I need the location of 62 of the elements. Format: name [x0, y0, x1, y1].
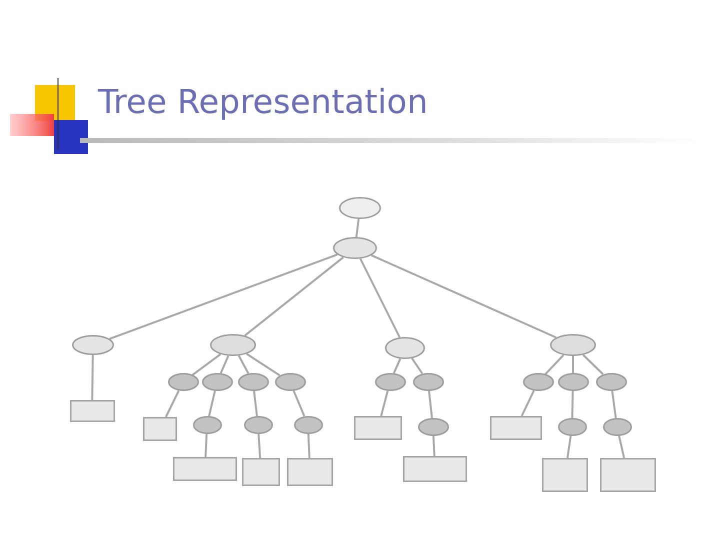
box-node [287, 458, 333, 486]
oval-node [168, 373, 198, 391]
connector-line [307, 434, 310, 458]
oval-node [333, 237, 377, 259]
oval-node [418, 418, 448, 436]
connector-line [544, 354, 564, 375]
connector-line [208, 390, 216, 416]
connector-line [220, 355, 230, 374]
connector-line [204, 434, 208, 458]
box-node [490, 416, 542, 440]
oval-node [558, 373, 588, 391]
oval-node [374, 373, 406, 391]
oval-node [244, 416, 272, 434]
oval-node [72, 335, 114, 355]
oval-node [339, 197, 381, 219]
box-node [354, 416, 402, 440]
slide-title: Tree Representation [98, 81, 428, 123]
box-node [403, 456, 467, 482]
connector-line [432, 436, 436, 456]
oval-node [522, 373, 554, 391]
box-node [542, 458, 588, 492]
connector-line [571, 390, 574, 418]
oval-node [210, 334, 256, 356]
box-node [70, 400, 114, 422]
box-node [143, 417, 177, 441]
box-node [242, 458, 280, 486]
connector-line [355, 218, 360, 238]
connector-line [292, 390, 306, 417]
oval-node [385, 337, 425, 359]
box-node [600, 458, 656, 492]
oval-node [412, 373, 444, 391]
connector-line [520, 390, 535, 416]
connector-line [611, 390, 617, 418]
oval-node [602, 418, 632, 436]
oval-node [550, 334, 596, 356]
oval-node [192, 416, 222, 434]
connector-line [566, 436, 572, 458]
connector-line [91, 354, 94, 400]
connector-line [392, 358, 402, 374]
connector-line [109, 254, 338, 340]
connector-line [192, 353, 222, 376]
oval-node [202, 373, 232, 391]
connector-line [572, 356, 574, 373]
oval-node [558, 418, 586, 436]
oval-node [238, 373, 268, 391]
connector-line [238, 355, 250, 374]
oval-node [596, 373, 626, 391]
connector-line [380, 390, 389, 416]
connector-line [371, 254, 557, 338]
oval-node [294, 416, 322, 434]
box-node [173, 457, 237, 481]
connector-line [244, 256, 344, 336]
oval-node [274, 373, 306, 391]
connector-line [246, 353, 280, 376]
connector-line [428, 390, 433, 418]
connector-line [258, 434, 262, 458]
connector-line [359, 258, 401, 338]
connector-line [411, 358, 424, 374]
connector-line [164, 390, 180, 418]
connector-line [618, 436, 626, 458]
connector-line [582, 354, 604, 375]
connector-line [253, 390, 258, 416]
